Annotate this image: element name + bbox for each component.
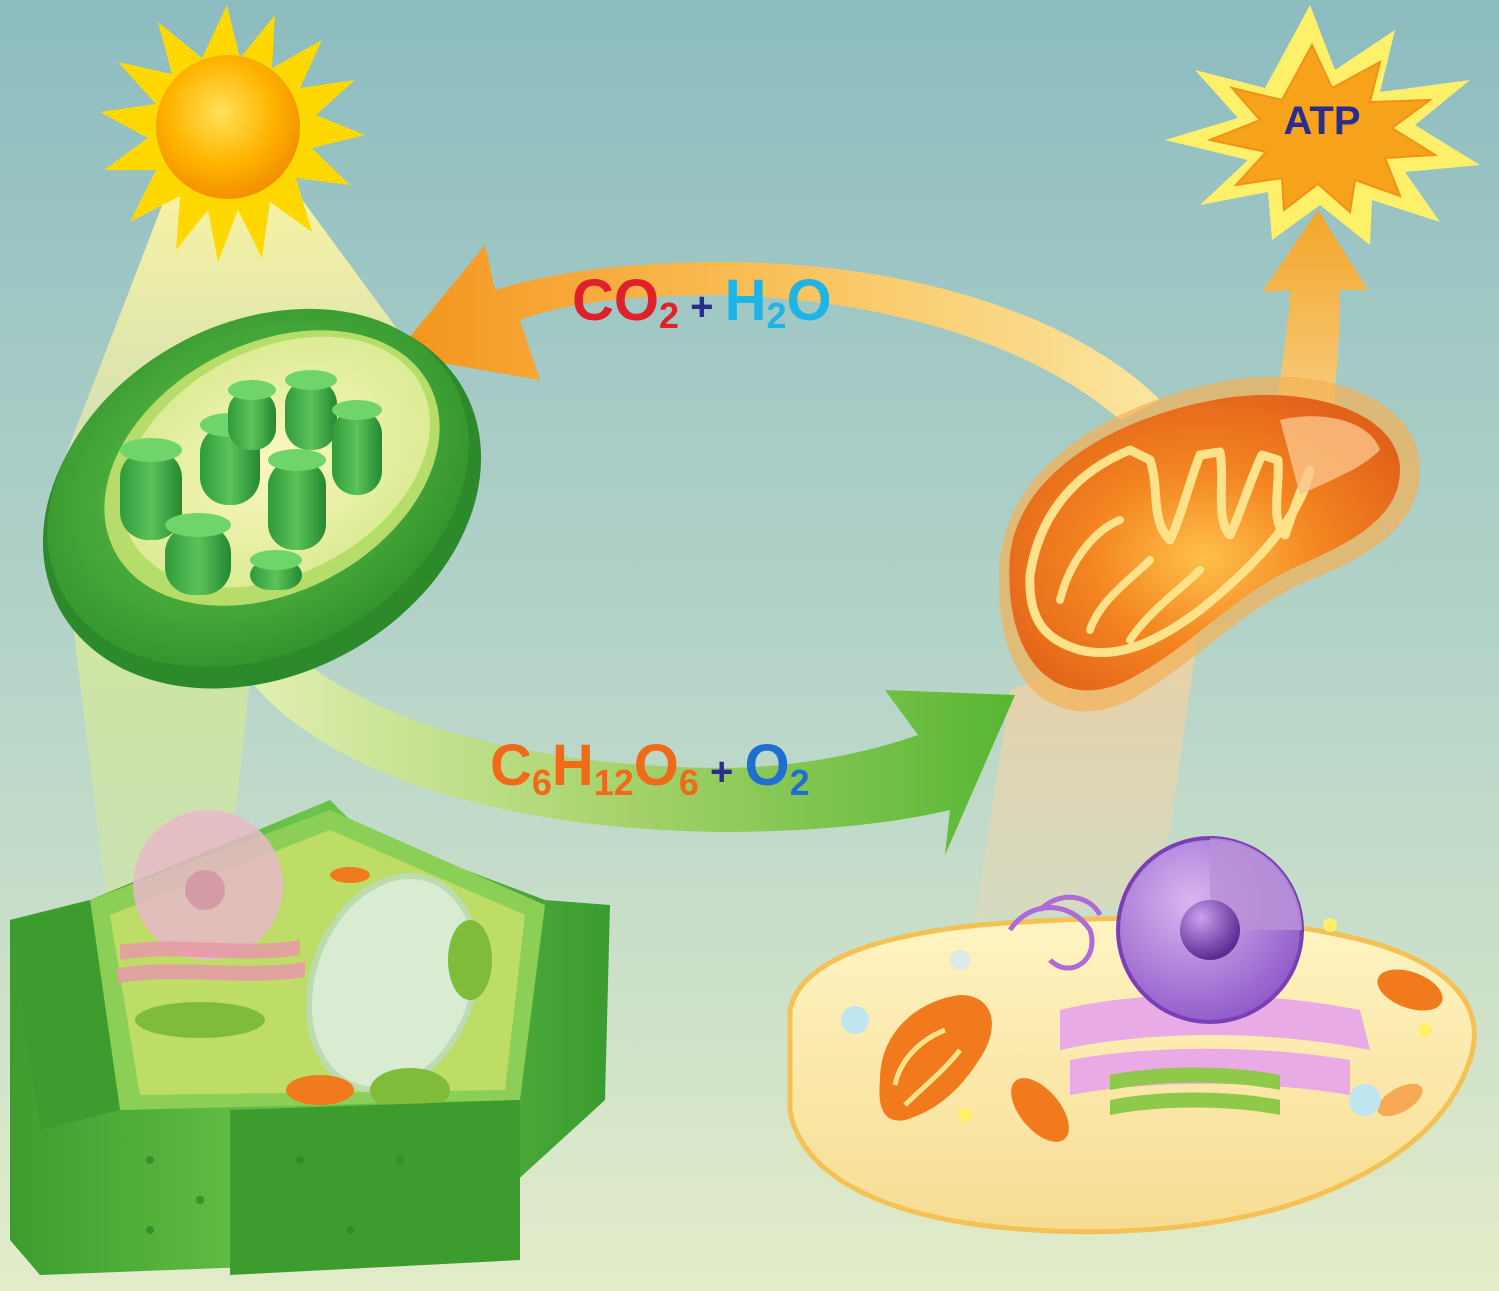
o-text: O — [634, 733, 679, 798]
co-text: CO — [572, 268, 659, 333]
o2-subscript: 2 — [790, 762, 810, 803]
o-subscript: 6 — [679, 762, 699, 803]
plus-sign: + — [679, 285, 725, 329]
bottom-equation: C6H12O6 + O2 — [490, 733, 810, 803]
c-subscript: 6 — [532, 762, 552, 803]
h-subscript: 2 — [766, 295, 786, 336]
cell-wall-front — [10, 900, 520, 1275]
golgi — [1110, 1067, 1280, 1115]
granum — [268, 449, 326, 550]
granum — [165, 513, 231, 595]
sun-icon — [100, 5, 365, 262]
granum — [332, 400, 382, 495]
plasmodesmata — [146, 1156, 404, 1234]
nucleus — [1116, 836, 1304, 1024]
cristae — [1025, 445, 1315, 658]
plus-sign: + — [699, 750, 745, 794]
h-text: H — [725, 268, 767, 333]
vesicles — [841, 918, 1432, 1122]
thylakoid-stacks — [120, 370, 382, 595]
h-text: H — [552, 733, 594, 798]
plant-cell — [10, 800, 610, 1275]
o-text: O — [786, 268, 831, 333]
granum — [228, 380, 276, 450]
animal-cell-zoom-beam — [975, 620, 1200, 920]
co-subscript: 2 — [659, 295, 679, 336]
mitochondria — [286, 867, 370, 1105]
granum — [250, 550, 302, 590]
atp-label: ATP — [1283, 99, 1360, 143]
golgi-coils — [1007, 894, 1103, 971]
golgi — [118, 940, 305, 983]
atp-starburst: ATP — [1165, 5, 1480, 245]
chloroplast — [42, 308, 482, 689]
c-text: C — [490, 733, 532, 798]
h-subscript: 12 — [594, 762, 634, 803]
top-equation: CO2 + H2O — [572, 268, 832, 336]
co2-h2o-arrow — [395, 245, 1160, 420]
granum — [120, 438, 182, 540]
mitochondrion — [999, 376, 1420, 712]
o2-text: O — [745, 733, 790, 798]
granum — [285, 370, 337, 450]
animal-cell — [787, 836, 1477, 1235]
vacuole — [305, 873, 481, 1093]
mitochondria — [879, 969, 1443, 1142]
chloroplasts — [135, 920, 492, 1112]
glucose-o2-arrow — [250, 640, 1015, 855]
